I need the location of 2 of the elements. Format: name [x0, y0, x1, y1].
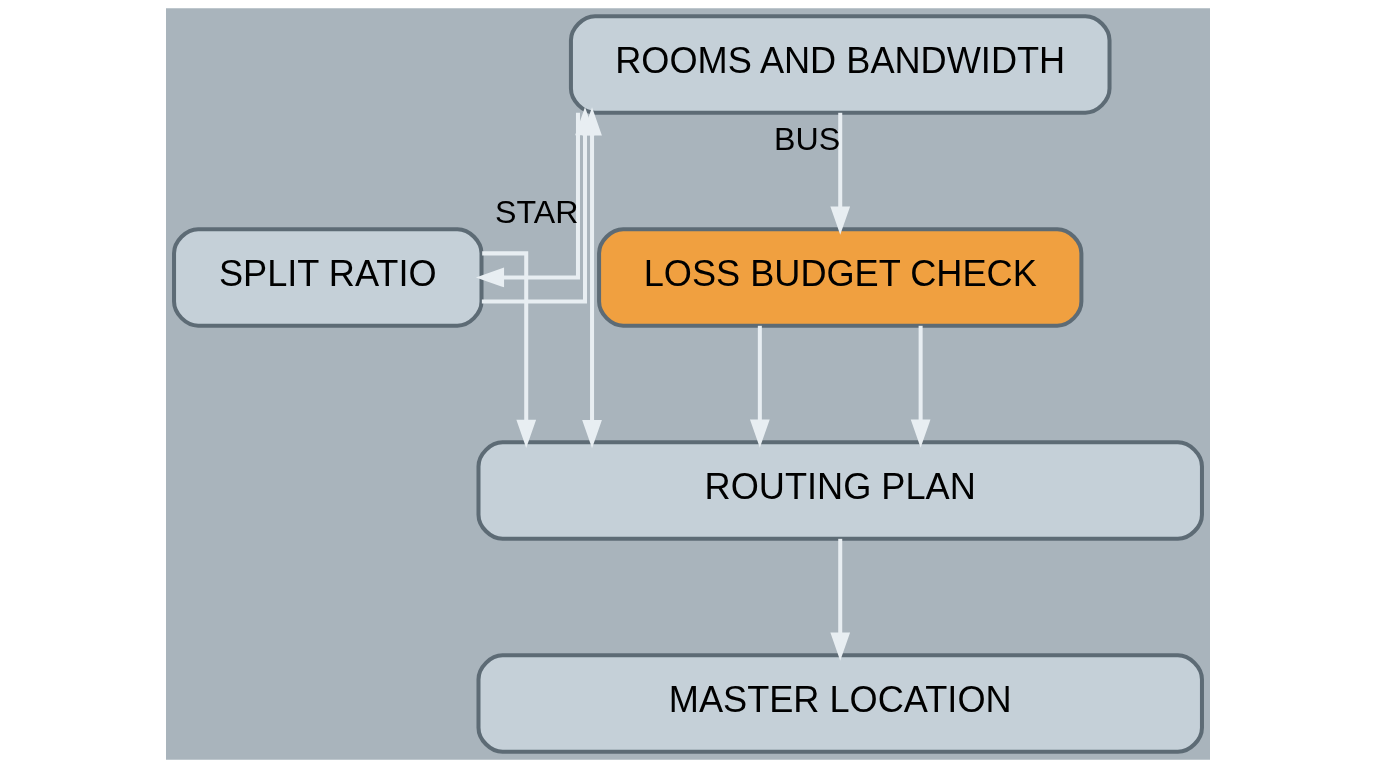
edge-label: BUS — [774, 121, 841, 158]
edge-label: STAR — [495, 193, 579, 230]
